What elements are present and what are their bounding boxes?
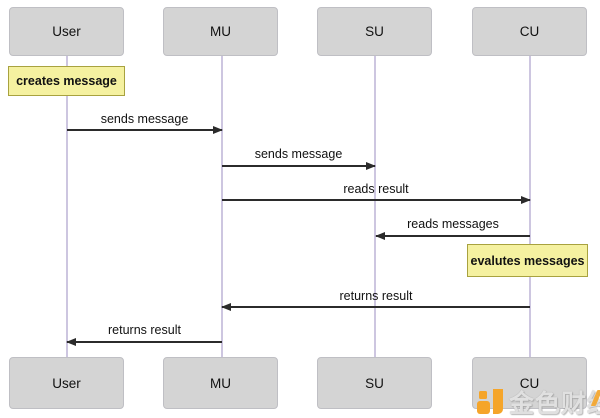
actor-box-cu-bottom: CU <box>472 357 587 409</box>
actor-label: SU <box>365 24 384 39</box>
actor-box-su-bottom: SU <box>317 357 432 409</box>
lifeline-user <box>66 56 68 358</box>
message-arrow-cu-to-mu <box>221 302 530 311</box>
message-arrow-cu-to-su <box>375 231 530 240</box>
actor-box-mu-top: MU <box>163 7 278 56</box>
message-arrow-mu-to-cu <box>222 195 531 204</box>
message-label: reads result <box>343 182 409 196</box>
message-label: returns result <box>108 323 181 337</box>
jinse-finance-logo-icon <box>477 389 503 414</box>
actor-label: User <box>52 24 81 39</box>
message-label: sends message <box>100 112 189 126</box>
lifeline-mu <box>221 56 223 358</box>
arrowhead-icon <box>375 231 385 240</box>
note-text: creates message <box>16 74 117 88</box>
actor-label: CU <box>519 375 540 391</box>
actor-box-user-bottom: User <box>9 357 124 409</box>
lifeline-cu <box>529 56 531 358</box>
actor-label: MU <box>210 24 231 39</box>
message-arrow-mu-to-user <box>66 337 222 346</box>
note-creates-message: creates message <box>8 66 125 96</box>
arrowhead-icon <box>221 302 231 311</box>
actor-label: User <box>52 375 81 391</box>
actor-label: MU <box>210 375 231 391</box>
arrowhead-icon <box>213 125 223 134</box>
watermark-text: 金色财经 <box>509 390 600 418</box>
note-evalutes-messages: evalutes messages <box>467 244 588 277</box>
message-arrow-mu-to-su <box>222 161 376 170</box>
actor-box-su-top: SU <box>317 7 432 56</box>
actor-label: SU <box>365 375 384 391</box>
arrowhead-icon <box>366 161 376 170</box>
actor-box-cu-top: CU <box>472 7 587 56</box>
arrowhead-icon <box>521 195 531 204</box>
note-text: evalutes messages <box>470 253 585 268</box>
message-label: returns result <box>339 289 413 303</box>
actor-label: CU <box>519 24 540 39</box>
arrowhead-icon <box>66 337 76 346</box>
lifeline-su <box>374 56 376 358</box>
actor-box-user-top: User <box>9 7 124 56</box>
watermark: 金色财经 <box>477 384 600 418</box>
message-arrow-user-to-mu <box>67 125 223 134</box>
message-label: sends message <box>254 147 343 161</box>
actor-box-mu-bottom: MU <box>163 357 278 409</box>
message-label: reads messages <box>407 217 499 231</box>
